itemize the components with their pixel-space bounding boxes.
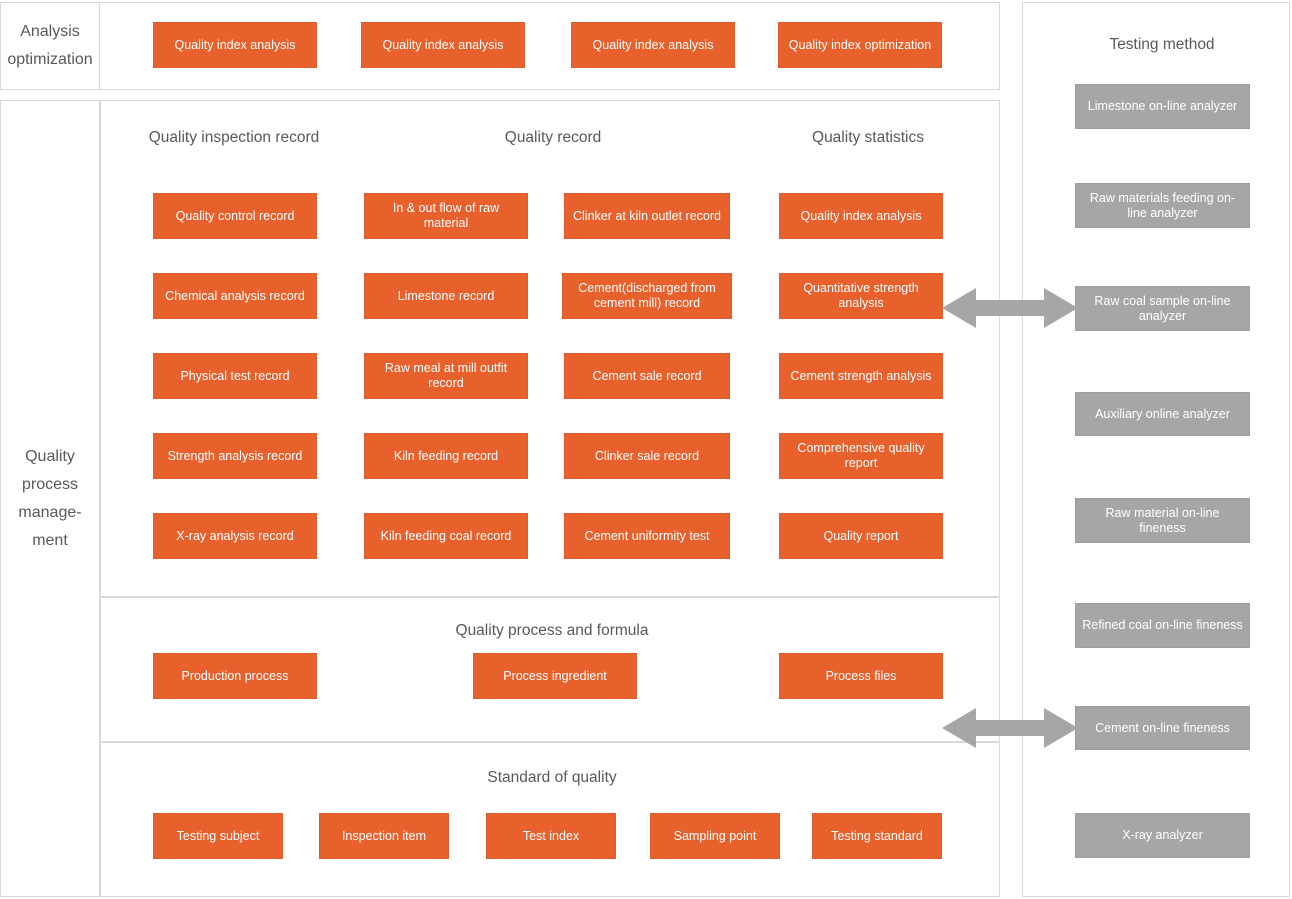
rail-line-3: manage- bbox=[18, 503, 82, 521]
node-process-ingredient[interactable]: Process ingredient bbox=[473, 653, 637, 699]
header-quality-inspection-record: Quality inspection record bbox=[148, 129, 320, 146]
node-quantitative-strength-analysis[interactable]: Quantitative strength analysis bbox=[779, 273, 943, 319]
node-process-files[interactable]: Process files bbox=[779, 653, 943, 699]
node-kiln-feeding-record[interactable]: Kiln feeding record bbox=[364, 433, 528, 479]
node-cement-discharged-from-cement-mill-record[interactable]: Cement(discharged from cement mill) reco… bbox=[562, 273, 732, 319]
node-comprehensive-quality-report[interactable]: Comprehensive quality report bbox=[779, 433, 943, 479]
node-strength-analysis-record[interactable]: Strength analysis record bbox=[153, 433, 317, 479]
node-refined-coal-on-line-fineness[interactable]: Refined coal on-line fineness bbox=[1075, 603, 1250, 648]
node-sampling-point[interactable]: Sampling point bbox=[650, 813, 780, 859]
node-physical-test-record[interactable]: Physical test record bbox=[153, 353, 317, 399]
rail-line-1: Quality bbox=[25, 447, 75, 465]
node-limestone-on-line-analyzer[interactable]: Limestone on-line analyzer bbox=[1075, 84, 1250, 129]
node-kiln-feeding-coal-record[interactable]: Kiln feeding coal record bbox=[364, 513, 528, 559]
node-x-ray-analysis-record[interactable]: X-ray analysis record bbox=[153, 513, 317, 559]
node-cement-on-line-fineness[interactable]: Cement on-line fineness bbox=[1075, 706, 1250, 750]
node-chemical-analysis-record[interactable]: Chemical analysis record bbox=[153, 273, 317, 319]
node-quality-index-optimization[interactable]: Quality index optimization bbox=[778, 22, 942, 68]
node-test-index[interactable]: Test index bbox=[486, 813, 616, 859]
header-testing-method: Testing method bbox=[1109, 36, 1215, 53]
node-raw-material-on-line-fineness[interactable]: Raw material on-line fineness bbox=[1075, 498, 1250, 543]
node-quality-index-analysis-3[interactable]: Quality index analysis bbox=[571, 22, 735, 68]
arrow-formula-to-cement-fineness bbox=[942, 708, 1078, 748]
node-quality-control-record[interactable]: Quality control record bbox=[153, 193, 317, 239]
quality-process-management-label: Quality process manage- ment bbox=[0, 100, 100, 897]
node-cement-sale-record[interactable]: Cement sale record bbox=[564, 353, 730, 399]
analysis-optimization-rail bbox=[0, 2, 100, 90]
header-quality-process-and-formula: Quality process and formula bbox=[455, 622, 649, 639]
node-inspection-item[interactable]: Inspection item bbox=[319, 813, 449, 859]
node-cement-strength-analysis[interactable]: Cement strength analysis bbox=[779, 353, 943, 399]
rail-line-2: process bbox=[21, 475, 79, 493]
rail-line-4: ment bbox=[32, 531, 68, 549]
node-limestone-record[interactable]: Limestone record bbox=[364, 273, 528, 319]
node-cement-uniformity-test[interactable]: Cement uniformity test bbox=[564, 513, 730, 559]
node-quality-index-analysis-1[interactable]: Quality index analysis bbox=[153, 22, 317, 68]
analysis-optimization-label: Analysis optimization bbox=[7, 23, 93, 68]
node-x-ray-analyzer[interactable]: X-ray analyzer bbox=[1075, 813, 1250, 858]
node-raw-coal-sample-on-line-analyzer[interactable]: Raw coal sample on-line analyzer bbox=[1075, 286, 1250, 331]
node-quality-index-analysis-2[interactable]: Quality index analysis bbox=[361, 22, 525, 68]
node-in-and-out-flow-of-raw-material[interactable]: In & out flow of raw material bbox=[364, 193, 528, 239]
node-raw-meal-at-mill-outfit-record[interactable]: Raw meal at mill outfit record bbox=[364, 353, 528, 399]
header-standard-of-quality: Standard of quality bbox=[487, 769, 617, 786]
node-clinker-at-kiln-outlet-record[interactable]: Clinker at kiln outlet record bbox=[564, 193, 730, 239]
node-quality-index-analysis-stat[interactable]: Quality index analysis bbox=[779, 193, 943, 239]
header-quality-record: Quality record bbox=[504, 129, 602, 146]
node-raw-materials-feeding-on-line-analyzer[interactable]: Raw materials feeding on-line analyzer bbox=[1075, 183, 1250, 228]
node-quality-report[interactable]: Quality report bbox=[779, 513, 943, 559]
quality-process-management-rail bbox=[0, 100, 100, 897]
header-quality-statistics: Quality statistics bbox=[812, 129, 924, 146]
node-clinker-sale-record[interactable]: Clinker sale record bbox=[564, 433, 730, 479]
node-auxiliary-online-analyzer[interactable]: Auxiliary online analyzer bbox=[1075, 392, 1250, 436]
node-testing-standard[interactable]: Testing standard bbox=[812, 813, 942, 859]
arrow-quantitative-to-raw-coal bbox=[942, 288, 1078, 328]
testing-method-section bbox=[1022, 2, 1290, 897]
node-production-process[interactable]: Production process bbox=[153, 653, 317, 699]
node-testing-subject[interactable]: Testing subject bbox=[153, 813, 283, 859]
